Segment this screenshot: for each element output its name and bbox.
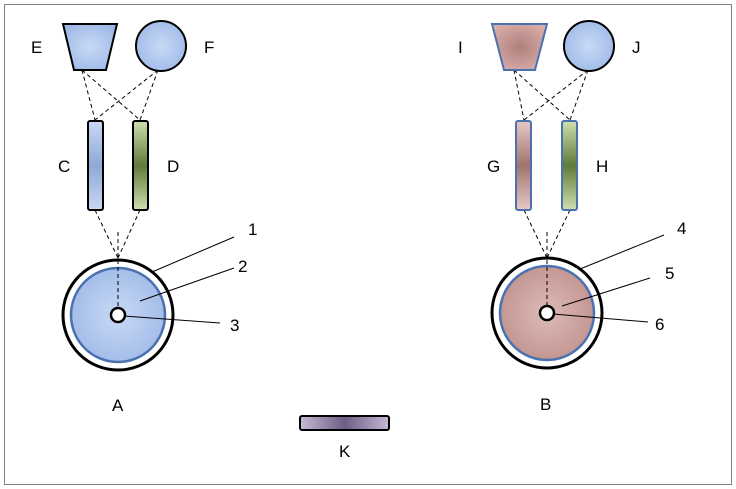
leader-2 xyxy=(139,267,235,302)
label-1: 1 xyxy=(248,220,257,239)
disc-b-hub xyxy=(538,304,556,322)
leader-4 xyxy=(579,234,665,270)
shape-i-trapezoid xyxy=(490,23,549,71)
shape-d-bar xyxy=(132,120,149,211)
shape-j-circle xyxy=(563,20,615,72)
right-connectors xyxy=(513,69,589,259)
shape-f-circle xyxy=(135,20,187,72)
label-3: 3 xyxy=(230,316,239,335)
left-system: E F C D A 1 2 3 xyxy=(31,20,257,415)
label-f: F xyxy=(204,38,214,57)
label-4: 4 xyxy=(677,219,686,238)
label-g: G xyxy=(487,157,500,176)
k-element: K xyxy=(299,415,390,461)
shape-g-bar xyxy=(515,120,532,211)
label-a: A xyxy=(112,396,124,415)
outer-frame xyxy=(4,4,732,485)
right-system: I J G H B 4 5 6 xyxy=(458,20,686,414)
leader-3 xyxy=(123,315,221,324)
shape-h-bar xyxy=(561,120,578,211)
label-b: B xyxy=(540,395,551,414)
disc-a-hub xyxy=(109,306,127,324)
leader-6 xyxy=(552,313,649,323)
label-e: E xyxy=(31,38,42,57)
left-connectors xyxy=(81,69,159,315)
shape-e-trapezoid xyxy=(61,23,119,71)
label-6: 6 xyxy=(655,315,664,334)
label-2: 2 xyxy=(238,257,247,276)
label-j: J xyxy=(632,38,641,57)
shape-c-bar xyxy=(87,120,104,211)
label-5: 5 xyxy=(665,264,674,283)
label-h: H xyxy=(596,157,608,176)
label-c: C xyxy=(58,157,70,176)
label-d: D xyxy=(167,157,179,176)
shape-k-bar xyxy=(299,415,390,431)
leader-5 xyxy=(561,277,651,307)
label-i: I xyxy=(458,38,463,57)
label-k: K xyxy=(339,442,351,461)
leader-1 xyxy=(151,236,235,273)
